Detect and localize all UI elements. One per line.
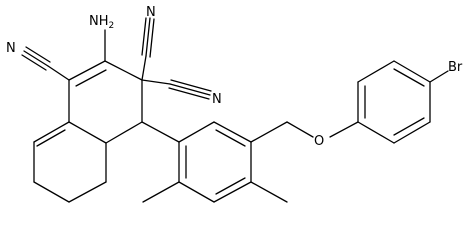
bond-ph-6 <box>357 121 395 144</box>
bond-c3-cn-right <box>141 79 171 85</box>
bond-c4-c4a <box>105 121 143 144</box>
bond-cn1-triple-c <box>25 46 51 63</box>
amino-label: NH2 <box>89 14 114 31</box>
bond-ar-2-inner <box>215 129 246 147</box>
amino-label-subscript: 2 <box>109 21 115 31</box>
bond-c4a-c8a <box>68 121 107 144</box>
ether-oxygen-label: O <box>314 134 324 149</box>
bond-cn3-triple-a <box>169 83 211 96</box>
bond-cn2-triple-b <box>141 17 147 56</box>
bond-cn1-triple-a <box>23 50 49 67</box>
bond-c-br <box>429 70 449 83</box>
bond-c8a-c8-double <box>36 129 66 147</box>
bromine-label: Br <box>448 60 463 75</box>
bond-cn3-triple-c <box>168 87 210 100</box>
bond-ar-4 <box>213 181 252 203</box>
bond-methyl-left <box>142 181 180 203</box>
bond-cn2-triple-c <box>149 18 155 58</box>
bond-ch2-o <box>286 121 314 138</box>
bond-ar-1 <box>178 121 215 143</box>
nitrile-nitrogen-top: N <box>146 5 156 20</box>
molecule-structure: NH2 N N N O Br <box>6 5 463 203</box>
nitrile-nitrogen-left: N <box>6 41 16 56</box>
bond-ph-3-inner <box>393 68 425 87</box>
bond-ar-4-inner <box>215 177 246 195</box>
bond-c7-c6 <box>33 181 70 203</box>
bond-cn2-triple-a <box>145 17 151 57</box>
bond-c4-aryl <box>141 121 180 143</box>
bond-c1-cn <box>47 65 70 81</box>
bond-ph-2 <box>357 60 395 83</box>
bond-c1-c2-double <box>75 69 107 87</box>
bond-ph-5-inner <box>393 117 425 136</box>
bond-c6-c5 <box>68 181 107 203</box>
bonds <box>21 17 449 203</box>
amino-label-main: NH <box>89 14 109 29</box>
bond-ar-5 <box>178 181 215 203</box>
bond-ar-2 <box>213 121 252 143</box>
bond-c8a-c8 <box>33 121 70 143</box>
bond-c2-c3 <box>104 60 143 81</box>
bond-ph-5 <box>393 121 431 144</box>
nitrile-nitrogen-right: N <box>212 92 222 107</box>
bond-c1-c2 <box>68 60 106 81</box>
bond-ph-3 <box>393 60 431 83</box>
bond-cn1-triple-b <box>21 54 47 71</box>
atom-labels: NH2 N N N O Br <box>6 5 463 149</box>
bond-methyl-right <box>250 181 288 203</box>
bond-o-ph <box>329 121 359 138</box>
bond-cn3-triple-b <box>170 79 212 92</box>
bond-ar-ch2 <box>250 121 288 143</box>
bond-c3-cn-up <box>141 55 147 81</box>
